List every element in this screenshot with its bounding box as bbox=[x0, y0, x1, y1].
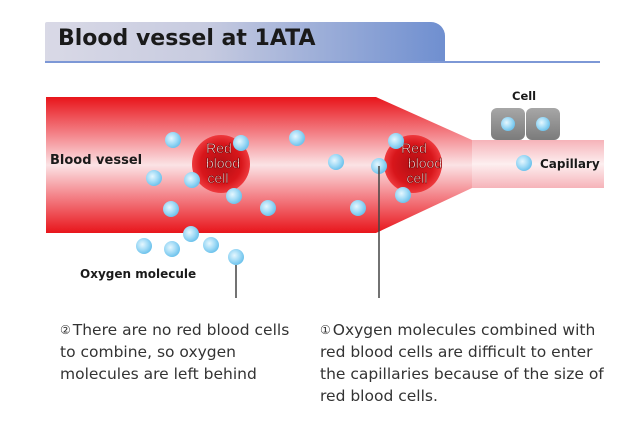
cell-label: Cell bbox=[512, 89, 536, 103]
oxygen-molecule bbox=[501, 117, 515, 131]
oxygen-molecule bbox=[516, 155, 532, 171]
red-blood-cell-label: cell bbox=[406, 170, 427, 186]
note-text: There are no red blood cells to combine,… bbox=[60, 321, 290, 383]
oxygen-molecule bbox=[163, 201, 179, 217]
red-blood-cell-label: blood bbox=[206, 155, 240, 171]
title-underline bbox=[45, 61, 600, 63]
blood-vessel-label: Blood vessel bbox=[50, 153, 142, 168]
red-blood-cell-label: cell bbox=[207, 170, 228, 186]
oxygen-molecules bbox=[146, 130, 532, 217]
red-blood-cell-label: blood bbox=[408, 155, 442, 171]
blood-vessel bbox=[46, 97, 472, 233]
oxygen-molecule bbox=[164, 241, 180, 257]
oxygen-molecules-left-behind bbox=[136, 226, 244, 265]
red-blood-cell bbox=[192, 135, 250, 193]
note-marker: ② bbox=[60, 323, 71, 337]
oxygen-molecule bbox=[184, 172, 200, 188]
oxygen-molecule bbox=[395, 187, 411, 203]
oxygen-molecule bbox=[183, 226, 199, 242]
page-title: Blood vessel at 1ATA bbox=[58, 26, 316, 51]
oxygen-molecule bbox=[536, 117, 550, 131]
red-blood-cell bbox=[384, 135, 442, 193]
oxygen-molecule bbox=[260, 200, 276, 216]
red-blood-cell-label: Red bbox=[401, 140, 427, 156]
oxygen-molecule bbox=[226, 188, 242, 204]
oxygen-molecule bbox=[203, 237, 219, 253]
oxygen-molecule-label: Oxygen molecule bbox=[80, 267, 196, 281]
oxygen-molecule bbox=[165, 132, 181, 148]
red-blood-cell-label: Red bbox=[206, 140, 232, 156]
note-text: Oxygen molecules combined with red blood… bbox=[320, 321, 604, 405]
capillary-label: Capillary bbox=[540, 157, 600, 171]
oxygen-molecule bbox=[289, 130, 305, 146]
oxygen-molecule bbox=[350, 200, 366, 216]
oxygen-molecule bbox=[136, 238, 152, 254]
oxygen-molecule bbox=[328, 154, 344, 170]
title-bar bbox=[45, 22, 445, 62]
note-marker: ① bbox=[320, 323, 331, 337]
oxygen-molecule bbox=[388, 133, 404, 149]
oxygen-molecule bbox=[233, 135, 249, 151]
oxygen-molecule bbox=[146, 170, 162, 186]
oxygen-molecule bbox=[228, 249, 244, 265]
